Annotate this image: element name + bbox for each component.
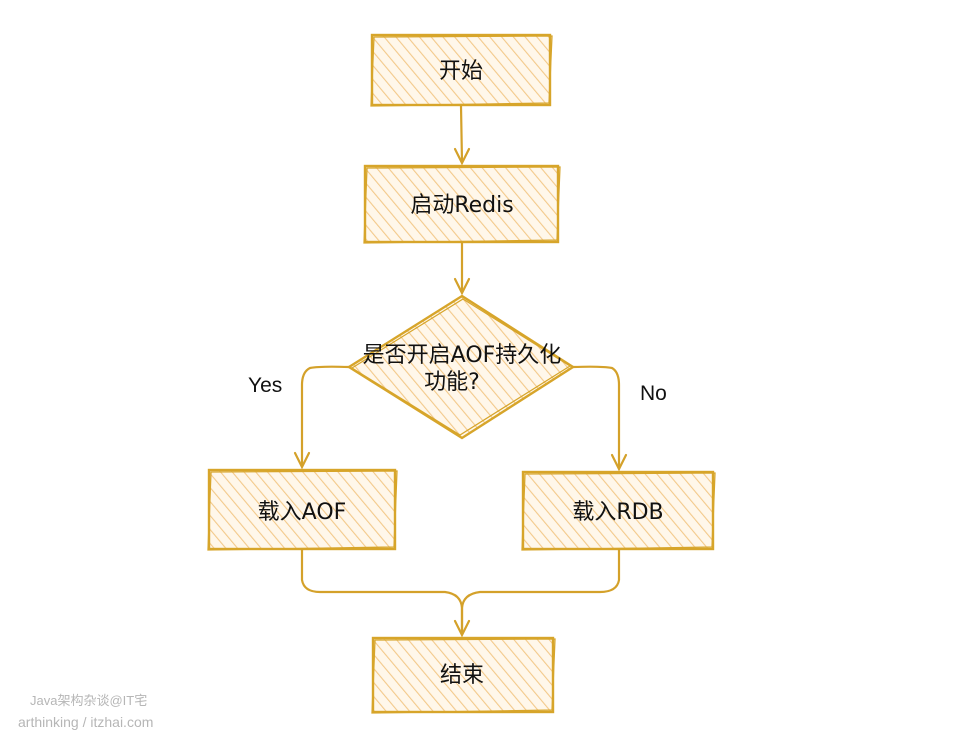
aof-decision-label-line2: 功能? [424, 370, 480, 395]
yes-edge-label: Yes [248, 374, 282, 397]
no-edge-label: No [640, 382, 667, 405]
arrow-redis-to-decision [453, 241, 471, 296]
watermark-line1: Java架构杂谈@IT宅 [30, 693, 148, 708]
aof-decision-label-line1: 是否开启AOF持久化 [363, 343, 562, 368]
arrow-start-to-redis [453, 104, 471, 166]
load-aof-node-label: 载入AOF [258, 500, 347, 525]
start-node: 开始 [370, 33, 553, 107]
arrow-rdb-to-end [453, 548, 621, 638]
watermark-line2: arthinking / itzhai.com [18, 714, 154, 730]
arrow-decision-to-rdb [571, 365, 628, 472]
load-rdb-node-label: 载入RDB [572, 500, 663, 525]
start-node-label: 开始 [439, 59, 483, 84]
start-redis-node-label: 启动Redis [410, 193, 513, 218]
arrow-decision-to-aof [293, 365, 351, 470]
arrow-aof-to-end [300, 548, 464, 636]
load-aof-node: 载入AOF [207, 468, 398, 551]
end-node: 结束 [371, 636, 556, 714]
load-rdb-node: 载入RDB [521, 470, 716, 551]
aof-decision-node: 是否开启AOF持久化 功能? [346, 294, 576, 440]
end-node-label: 结束 [440, 663, 484, 688]
start-redis-node: 启动Redis [363, 164, 561, 244]
